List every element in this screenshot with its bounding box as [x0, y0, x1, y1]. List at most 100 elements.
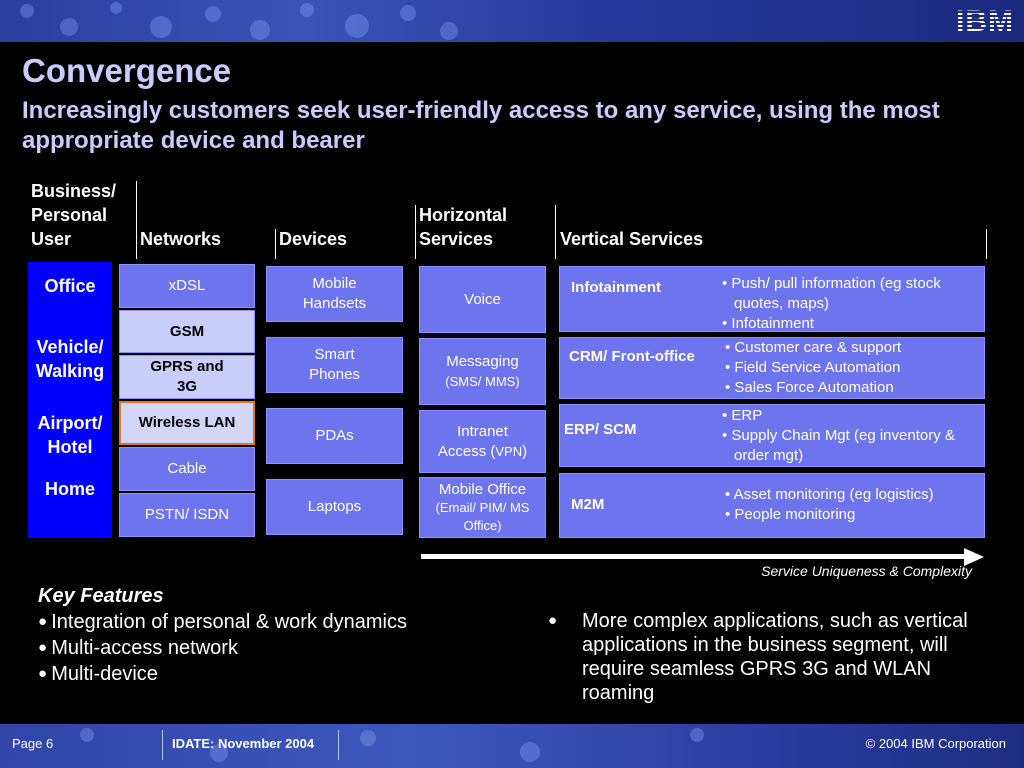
decor-dot: [60, 18, 78, 36]
decor-dot: [520, 742, 540, 762]
decor-dot: [360, 730, 376, 746]
header-horizontal-line: Horizontal: [419, 205, 507, 225]
device-label-line: Mobile: [312, 275, 357, 292]
mobile-office-sublabel: Office): [463, 517, 502, 533]
device-laptops: Laptops: [266, 479, 403, 535]
device-pdas: PDAs: [266, 408, 403, 464]
network-xdsl: xDSL: [119, 264, 255, 308]
page-title: Convergence: [22, 52, 232, 89]
vertical-service-name: ERP/ SCM: [564, 421, 637, 438]
header-user-line: Personal: [31, 205, 108, 225]
header-divider: [275, 229, 276, 259]
horizontal-voice: Voice: [419, 266, 546, 333]
intranet-access-line: Access (VPN): [438, 442, 527, 462]
decor-dot: [205, 6, 221, 22]
location-hotel: Hotel: [47, 437, 93, 457]
device-label-line: Phones: [309, 366, 360, 383]
horizontal-messaging: Messaging (SMS/ MMS): [419, 338, 546, 405]
intranet-close-text: ): [522, 442, 528, 460]
intranet-access-text: Access (: [437, 442, 496, 460]
messaging-sublabel: (SMS/ MMS): [445, 373, 520, 389]
top-banner: IBM: [0, 0, 1024, 42]
location-vehicle: Vehicle/: [36, 337, 104, 357]
vertical-service-item: Infotainment: [722, 314, 977, 334]
horizontal-intranet-access: Intranet Access (VPN): [419, 410, 546, 473]
vertical-service-items: ERP Supply Chain Mgt (eg inventory & ord…: [722, 406, 977, 466]
vertical-m2m: M2M Asset monitoring (eg logistics) Peop…: [559, 473, 985, 538]
network-pstn-isdn: PSTN/ ISDN: [119, 493, 255, 537]
device-label-line: Handsets: [302, 295, 367, 312]
header-horizontal-line: Services: [419, 229, 494, 249]
decor-dot: [80, 728, 94, 742]
vertical-service-item: Customer care & support: [725, 338, 980, 358]
horizontal-mobile-office: Mobile Office (Email/ PIM/ MS Office): [419, 477, 546, 538]
location-home: Home: [44, 479, 95, 499]
mobile-office-label: Mobile Office: [438, 480, 527, 498]
note-text: More complex applications, such as verti…: [582, 610, 968, 704]
vertical-infotainment: Infotainment Push/ pull information (eg …: [559, 266, 985, 332]
footer-copyright: © 2004 IBM Corporation: [865, 736, 1006, 751]
header-user-line: User: [31, 229, 72, 249]
decor-dot: [400, 5, 416, 21]
location-walking: Walking: [35, 361, 105, 381]
header-divider: [136, 181, 137, 259]
complexity-arrow-shaft: [421, 554, 966, 559]
vertical-erp-scm: ERP/ SCM ERP Supply Chain Mgt (eg invent…: [559, 404, 985, 467]
key-feature-item: Multi-device: [38, 661, 407, 687]
device-label-line: Smart: [314, 346, 355, 363]
complexity-arrow-head: [964, 548, 984, 566]
vertical-service-item: People monitoring: [725, 505, 980, 525]
decor-dot: [440, 22, 458, 40]
vertical-service-item: Supply Chain Mgt (eg inventory & order m…: [722, 426, 977, 466]
intranet-vpn-text: VPN: [495, 443, 523, 459]
footer-divider: [162, 730, 163, 760]
header-networks: Networks: [140, 229, 222, 249]
key-feature-item: Multi-access network: [38, 635, 407, 661]
decor-dot: [210, 744, 228, 762]
vertical-service-name: Infotainment: [571, 279, 661, 296]
header-vertical: Vertical Services: [560, 229, 704, 249]
footer-page-number: Page 6: [12, 736, 54, 751]
header-devices: Devices: [279, 229, 348, 249]
vertical-service-name: M2M: [571, 496, 605, 513]
header-divider: [415, 205, 416, 259]
network-gprs-3g: GPRS and 3G: [119, 355, 255, 399]
bullet-icon: ●: [548, 612, 558, 629]
key-features-list: Integration of personal & work dynamics …: [38, 609, 407, 687]
vertical-service-item: Push/ pull information (eg stock quotes,…: [722, 274, 977, 314]
decor-dot: [250, 20, 270, 40]
decor-dot: [20, 4, 34, 18]
vertical-service-items: Asset monitoring (eg logistics) People m…: [725, 485, 980, 525]
decor-dot: [690, 728, 704, 742]
ibm-logo: IBM: [956, 5, 1014, 38]
decor-dot: [150, 16, 172, 38]
decor-dot: [110, 2, 122, 14]
vertical-service-items: Customer care & support Field Service Au…: [725, 338, 980, 398]
network-cable: Cable: [119, 447, 255, 491]
key-features-title: Key Features: [38, 585, 164, 607]
decor-dot: [300, 3, 314, 17]
decor-dot: [345, 14, 369, 38]
network-gprs-line: GPRS and: [150, 358, 224, 375]
device-smart-phones: Smart Phones: [266, 337, 403, 393]
device-mobile-handsets: Mobile Handsets: [266, 266, 403, 322]
vertical-service-item: Field Service Automation: [725, 358, 980, 378]
vertical-crm: CRM/ Front-office Customer care & suppor…: [559, 337, 985, 399]
vertical-service-items: Push/ pull information (eg stock quotes,…: [722, 274, 977, 334]
header-divider: [555, 205, 556, 259]
arrow-caption: Service Uniqueness & Complexity: [761, 563, 972, 579]
network-3g-line: 3G: [176, 378, 197, 395]
vertical-service-item: Sales Force Automation: [725, 378, 980, 398]
header-user-line: Business/: [31, 181, 117, 201]
page-subtitle: Increasingly customers seek user-friendl…: [22, 97, 940, 154]
footer-bar: Page 6 IDATE: November 2004 © 2004 IBM C…: [0, 724, 1024, 768]
mobile-office-sublabel: (Email/ PIM/ MS: [435, 499, 530, 515]
key-feature-item: Integration of personal & work dynamics: [38, 609, 407, 635]
footer-event: IDATE: November 2004: [172, 736, 315, 751]
header-horizontal: Horizontal Services: [419, 203, 507, 251]
user-location-column: Office Vehicle/ Walking Airport/ Hotel H…: [28, 262, 112, 538]
header-divider: [986, 229, 987, 259]
footer-divider: [338, 730, 339, 760]
network-gsm: GSM: [119, 310, 255, 353]
location-office: Office: [44, 276, 96, 296]
